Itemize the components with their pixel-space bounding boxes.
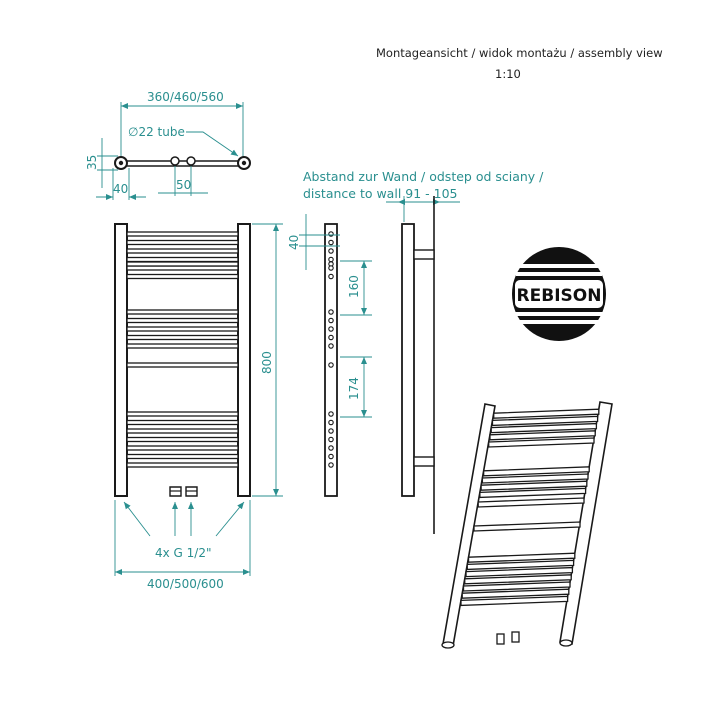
left-side-tube [114,223,128,497]
iso-rung [461,588,570,599]
isometric-view [441,401,613,649]
rung [126,445,239,451]
rung-hole [328,334,334,341]
rung-hole [328,362,334,368]
rung [126,462,239,468]
side-view: 40 160 174 [287,214,372,497]
logo-brand-text: REBISON [517,286,602,306]
rung-hole [328,256,334,263]
wall-distance-label: Abstand zur Wand / odstep od sciany / [303,169,544,184]
iso-rung [462,581,571,592]
rung-group [126,231,239,468]
rung [126,334,239,341]
iso-rung [465,566,574,578]
iso-rung [480,480,588,491]
rung-hole-group [328,231,334,468]
iso-rung [491,415,599,427]
rung-hole [328,411,334,417]
rung [126,239,239,246]
rung [126,273,239,280]
rung [126,453,239,460]
height-dimension: 800 [260,351,274,374]
wall-distance-value-label: distance to wall 91 - 105 [303,186,458,201]
rung-hole [328,309,334,315]
iso-rung [464,574,572,585]
offset-dimension: 40 [113,182,128,196]
rung-hole [328,326,334,332]
rung-hole [328,231,334,237]
scale-label: 1:10 [495,67,521,81]
iso-rung-group [460,408,600,607]
rung-hole [328,343,334,349]
lower-wall-bracket [413,456,435,467]
iso-rung [490,422,598,434]
rung-hole [328,239,334,246]
rung-hole [328,428,334,434]
iso-rung [488,437,595,448]
rung [126,326,239,332]
side-profile-tube [324,223,338,497]
rung-hole [328,453,334,460]
right-side-tube [237,223,251,497]
iso-rung [477,497,585,508]
connections-label: 4x G 1/2" [155,546,212,560]
top-width-dimension: 360/460/560 [147,90,224,104]
rung [126,248,239,254]
rung-hole [328,436,334,443]
rung [126,317,239,324]
tube-diameter-label: ∅22 tube [128,125,185,139]
iso-rung [489,430,596,441]
front-width-dimension: 400/500/600 [147,577,224,591]
lower-spacing-dimension: 174 [347,377,361,400]
rung-hole [328,445,334,451]
upper-wall-bracket [413,249,435,260]
iso-rung [479,487,587,499]
rung-hole [328,419,334,426]
rung-hole [328,248,334,254]
iso-rung [483,466,590,477]
wall-distance-view: Abstand zur Wand / odstep od sciany / di… [303,169,544,534]
rung [126,362,239,368]
rung [126,419,239,426]
rung [126,261,239,267]
iso-rung [466,559,575,571]
top-spacing-dimension: 40 [287,235,301,250]
iso-rung [473,521,581,532]
iso-rung [493,408,600,419]
rung [126,436,239,443]
rung-hole [328,317,334,324]
front-view: 800 4x G 1/2" 400/500/600 [114,223,283,591]
pitch-dimension: 50 [176,178,191,192]
rung [126,231,239,237]
rebison-logo: REBISON [512,247,606,341]
upper-spacing-dimension: 160 [347,275,361,298]
iso-rung [460,595,569,607]
rung [126,256,239,263]
top-view: 360/460/560 ∅22 tube 35 40 50 [85,90,251,200]
rung [126,411,239,417]
rung [126,343,239,349]
rung-hole [328,265,334,271]
view-title: Montageansicht / widok montażu / assembl… [376,46,663,60]
radiator-side-tube [401,223,415,497]
rung [126,309,239,315]
rung-hole [328,273,334,280]
rung-hole [328,462,334,468]
rung [126,428,239,434]
iso-rung [481,473,589,484]
depth-dimension: 35 [85,155,99,170]
iso-rung [467,552,576,563]
